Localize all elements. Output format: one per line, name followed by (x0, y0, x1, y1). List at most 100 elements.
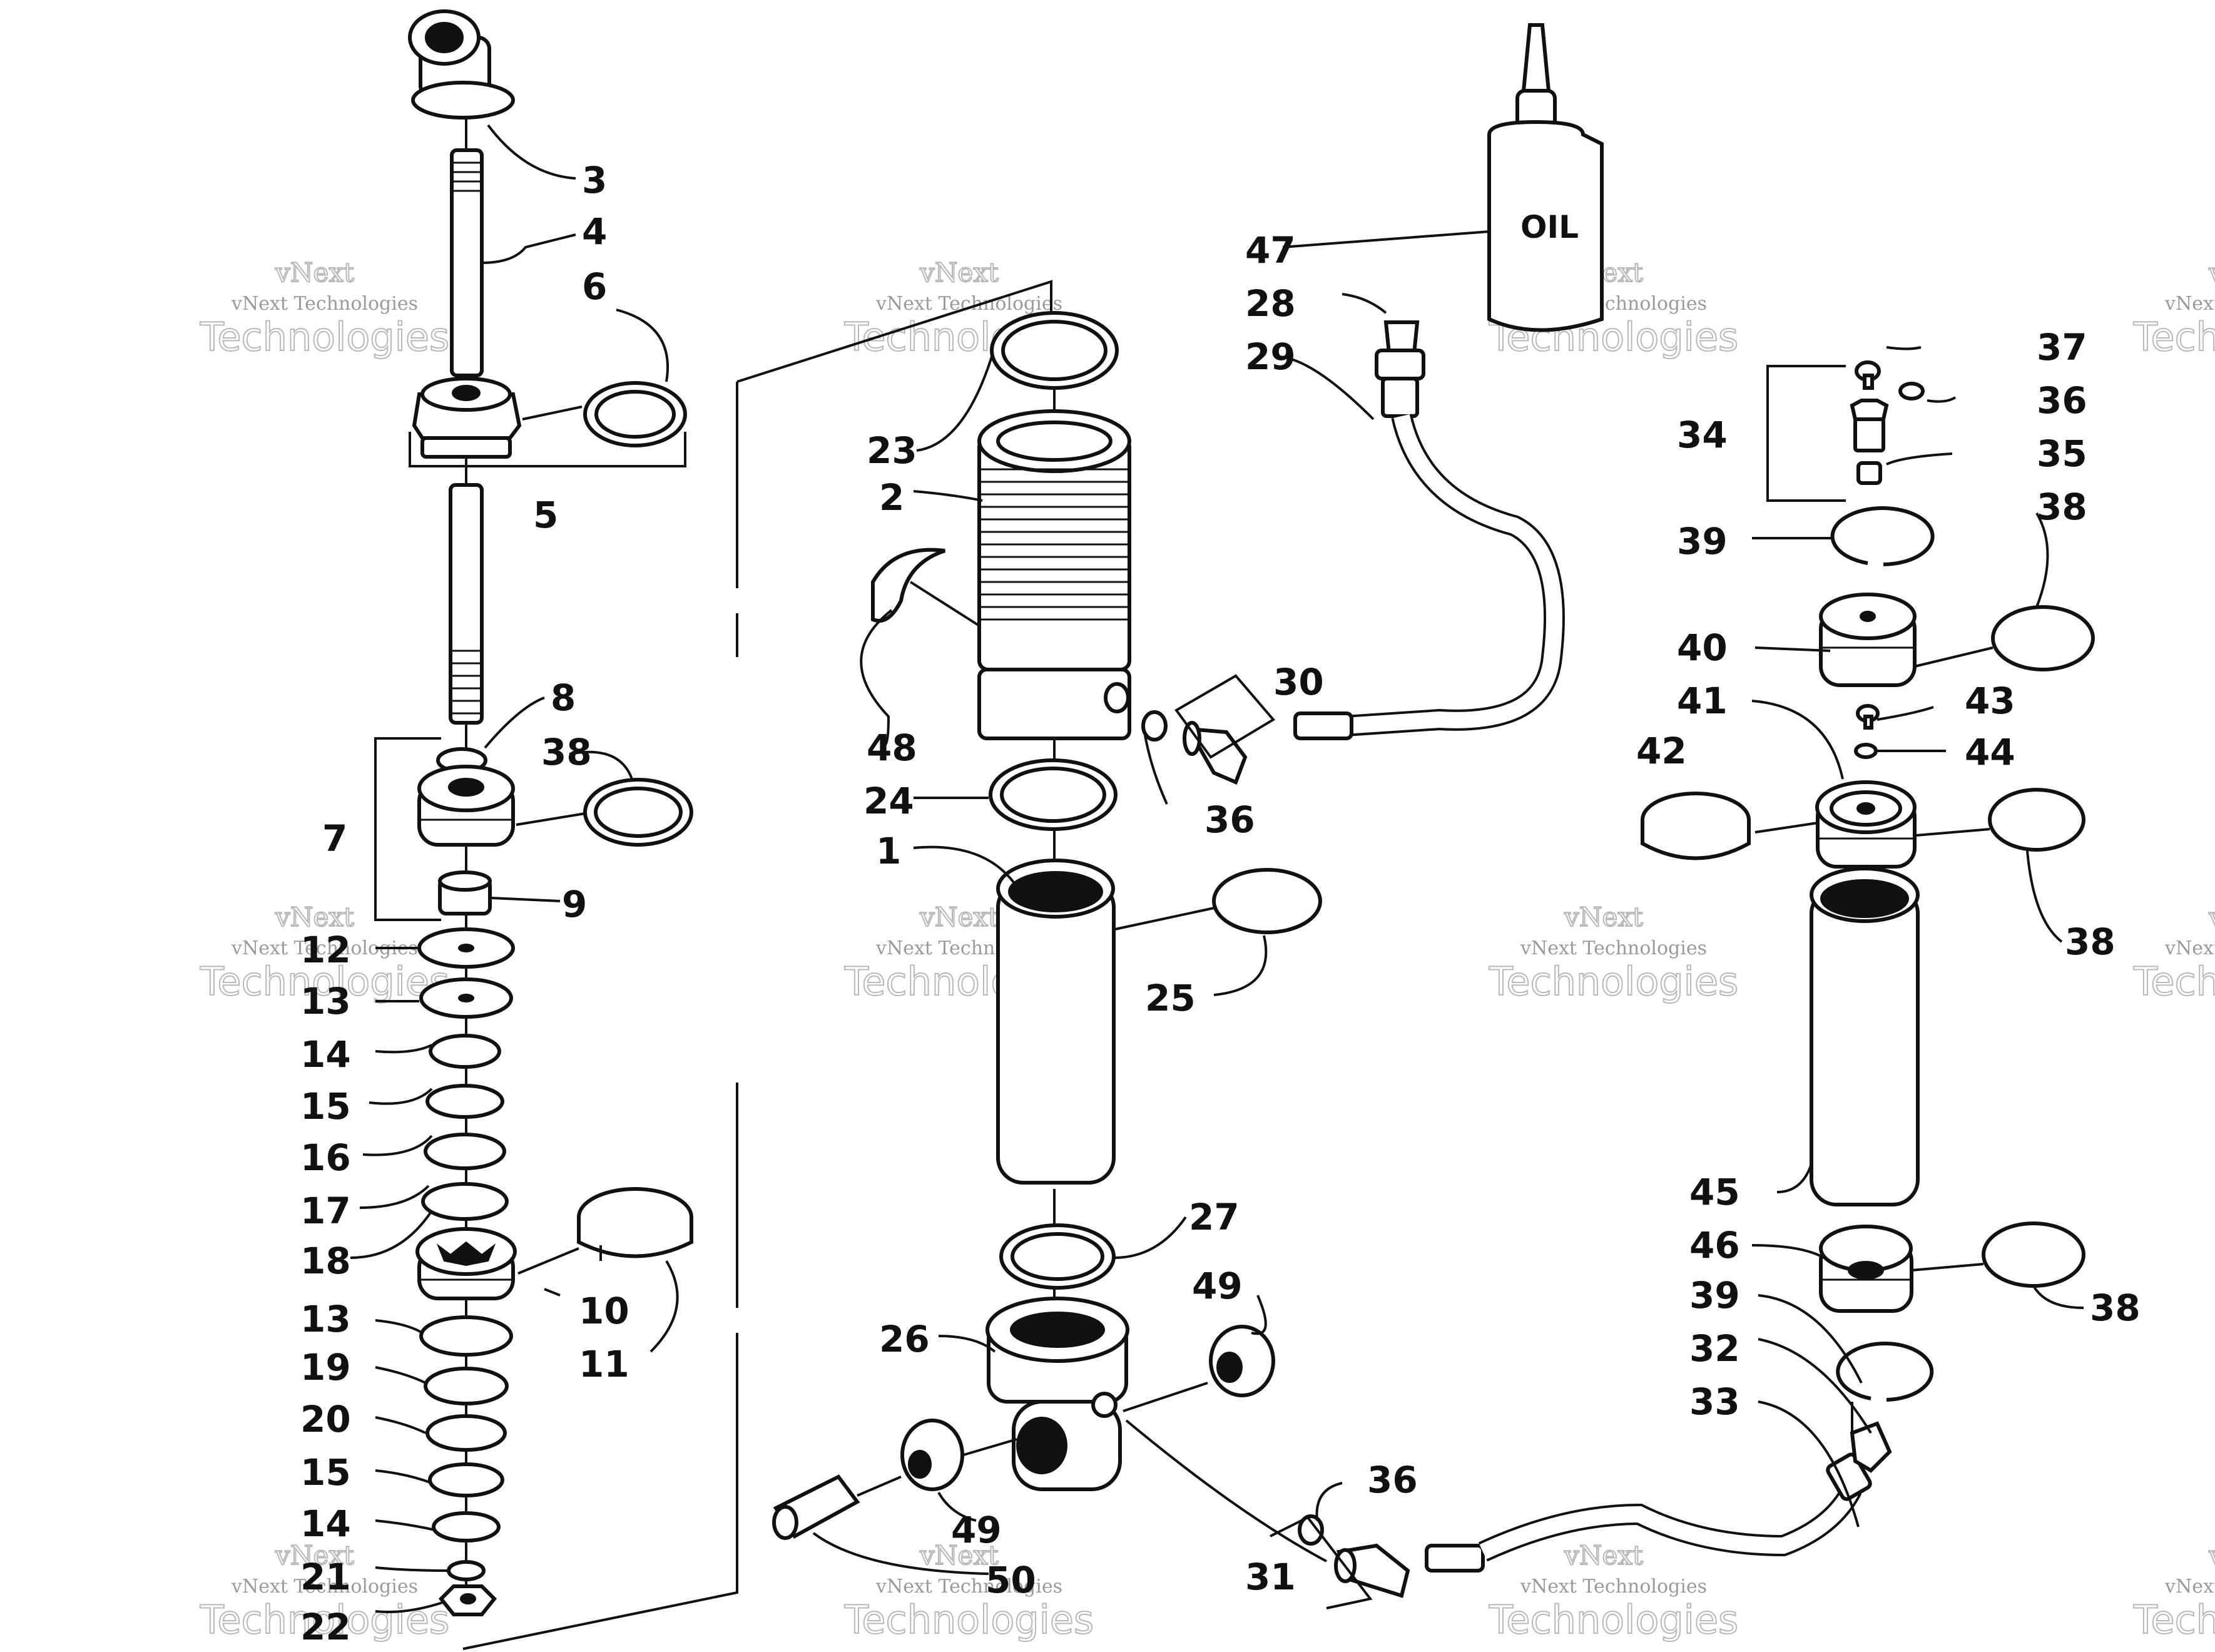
part-39-snap-ring-b (1836, 1342, 1934, 1402)
leader-6 (522, 405, 583, 421)
watermark-line3: Technologies (200, 959, 449, 1004)
part-7-bearing (417, 765, 515, 847)
callout-25: 25 (1145, 977, 1196, 1019)
callout-35: 35 (2037, 432, 2087, 475)
callout-21: 21 (300, 1556, 351, 1598)
callout-49-b: 49 (951, 1509, 1002, 1551)
part-38-seal-c (1988, 788, 2085, 852)
bracket-5 (409, 432, 686, 467)
watermark-line1: vNext (1564, 902, 1643, 932)
part-46-end-cap (1819, 1225, 1913, 1313)
part-49-bushing-left (900, 1419, 964, 1491)
callout-24: 24 (863, 780, 914, 822)
callout-19: 19 (300, 1346, 351, 1389)
piston-rod-assembly (374, 9, 693, 1616)
watermark-10: vNext vNext Technologies Technologies (843, 1539, 1094, 1643)
callout-18: 18 (300, 1240, 351, 1282)
callout-38-b: 38 (2037, 486, 2087, 528)
callout-33: 33 (1689, 1380, 1740, 1423)
callout-34: 34 (1677, 414, 1728, 456)
watermark-8: vNext vNext Technologies Technologies (2132, 901, 2215, 1005)
watermark-line1: vNext (919, 257, 999, 288)
part-41-floating-piston (1815, 780, 1917, 869)
part-3-eyelet (408, 9, 515, 120)
part-37-screw (1855, 360, 1881, 390)
oil-label: OIL (1520, 209, 1579, 245)
callout-16: 16 (300, 1136, 351, 1179)
watermark-line1: vNext (2208, 257, 2215, 288)
part-35-valve-core (1856, 461, 1882, 485)
watermark-line1: vNext (2208, 1540, 2215, 1571)
watermark-line2: vNext Technologies (2164, 293, 2215, 315)
shim-13b (419, 1315, 513, 1357)
callout-40: 40 (1677, 626, 1728, 669)
callout-8: 8 (551, 676, 576, 719)
callout-36-a: 36 (1204, 798, 1255, 841)
section-boundary (462, 280, 1052, 1650)
callout-47: 47 (1245, 229, 1296, 272)
callout-9: 9 (562, 883, 587, 925)
part-36-oring-b (1298, 1514, 1324, 1546)
part-6-oring-inner (594, 390, 676, 439)
callout-29: 29 (1245, 335, 1296, 378)
part-22-nut (438, 1584, 497, 1616)
callout-13-a: 13 (300, 980, 351, 1022)
part-44-washer (1854, 743, 1878, 759)
watermark-line1: vNext (1564, 1540, 1643, 1571)
shim-20 (425, 1414, 507, 1452)
part-11-piston-band (577, 1187, 693, 1261)
part-47-oil-bottle: OIL (1487, 23, 1604, 332)
bracket-7 (374, 737, 441, 921)
callout-15-a: 15 (300, 1085, 351, 1128)
callout-labels: 3 4 6 5 8 38 7 9 12 13 14 15 16 17 18 10… (300, 159, 2141, 1648)
part-30-elbow (1183, 721, 1248, 785)
leader-lines (350, 124, 2084, 1613)
watermark-line1: vNext (919, 1540, 999, 1571)
leader-47 (1282, 230, 1490, 248)
part-1-cylinder (996, 859, 1116, 1185)
callout-45: 45 (1689, 1171, 1740, 1213)
watermark-11: vNext vNext Technologies Technologies (1488, 1539, 1739, 1643)
callout-13-b: 13 (300, 1298, 351, 1340)
callout-39-b: 39 (1689, 1274, 1740, 1317)
callout-38-d: 38 (2090, 1287, 2141, 1329)
callout-39-a: 39 (1677, 520, 1728, 563)
part-9-bushing (438, 870, 492, 915)
part-49-bushing-right (1209, 1325, 1275, 1397)
shim-17 (421, 1182, 509, 1221)
part-39-snap-ring-a (1830, 506, 1935, 566)
callout-3: 3 (582, 159, 607, 201)
part-38-seal-b (1991, 605, 2095, 671)
watermark-line3: Technologies (1489, 1597, 1738, 1643)
watermark-line2: vNext Technologies (875, 293, 1062, 315)
callout-4: 4 (582, 210, 607, 253)
callout-5: 5 (533, 494, 558, 536)
watermark-9: vNext vNext Technologies Technologies (199, 1539, 450, 1643)
callout-36-c: 36 (2037, 379, 2087, 422)
callout-14-b: 14 (300, 1502, 351, 1545)
watermark-line3: Technologies (200, 314, 449, 360)
bracket-30 (1174, 674, 1276, 759)
part-40-cap (1819, 593, 1917, 687)
watermark-line1: vNext (275, 257, 354, 288)
callout-36-b: 36 (1367, 1459, 1418, 1501)
callout-38-a: 38 (541, 731, 592, 773)
watermark-1: vNext vNext Technologies Technologies (199, 257, 450, 360)
watermark-line3: Technologies (844, 1597, 1094, 1643)
part-36-washer-c (1898, 382, 1925, 400)
watermark-line2: vNext Technologies (231, 1576, 418, 1598)
callout-23: 23 (867, 429, 917, 472)
part-38-seal-d (1982, 1221, 2085, 1288)
callout-10: 10 (579, 1290, 629, 1332)
watermark-line1: vNext (275, 902, 354, 932)
watermark-12: vNext vNext Technologies Technologies (2132, 1539, 2215, 1643)
part-4-rod-upper (450, 148, 484, 377)
reservoir-hose-upper (1141, 320, 1565, 785)
callout-44: 44 (1965, 731, 2015, 773)
leader-11 (517, 1247, 579, 1275)
part-2-threaded-sleeve (977, 409, 1131, 740)
watermark-line1: vNext (275, 1540, 354, 1571)
callout-48: 48 (867, 727, 917, 769)
shim-15b (428, 1462, 504, 1497)
